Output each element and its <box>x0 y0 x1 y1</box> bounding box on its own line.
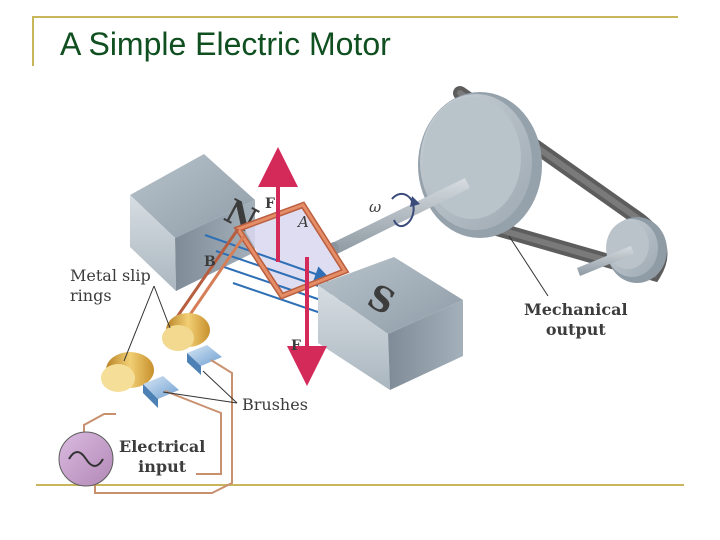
force-top-label: F <box>265 196 275 212</box>
output-shaft <box>577 246 634 276</box>
electrical-input-label: Electrical input <box>119 437 205 477</box>
field-label: B <box>204 254 216 270</box>
slip-rings <box>101 313 210 392</box>
brushes-label: Brushes <box>242 395 308 415</box>
mechanical-output-text: Mechanical output <box>524 300 628 339</box>
electrical-input-text: Electrical input <box>119 437 206 476</box>
circuit-wires <box>83 359 233 494</box>
omega-label: ω <box>369 198 381 216</box>
large-pulley <box>418 92 542 238</box>
small-pulley <box>606 217 667 283</box>
page-title: A Simple Electric Motor <box>60 26 391 62</box>
leader-lines <box>123 235 549 404</box>
force-arrows <box>258 147 327 386</box>
motor-shaft <box>332 178 470 254</box>
slip-rings-text: Metal slip rings <box>70 266 151 305</box>
mechanical-output-label: Mechanical output <box>524 300 628 340</box>
bottom-frame-line <box>36 484 684 486</box>
ac-source <box>58 431 114 487</box>
area-label: A <box>296 213 309 231</box>
metal-slip-rings-label: Metal slip rings <box>70 266 151 306</box>
top-frame-line <box>32 16 678 18</box>
brushes-text: Brushes <box>242 395 308 414</box>
left-frame-line <box>32 16 34 66</box>
south-magnet: S <box>318 257 463 390</box>
force-bottom-label: F <box>291 338 301 354</box>
rotation-indicator <box>391 193 420 228</box>
